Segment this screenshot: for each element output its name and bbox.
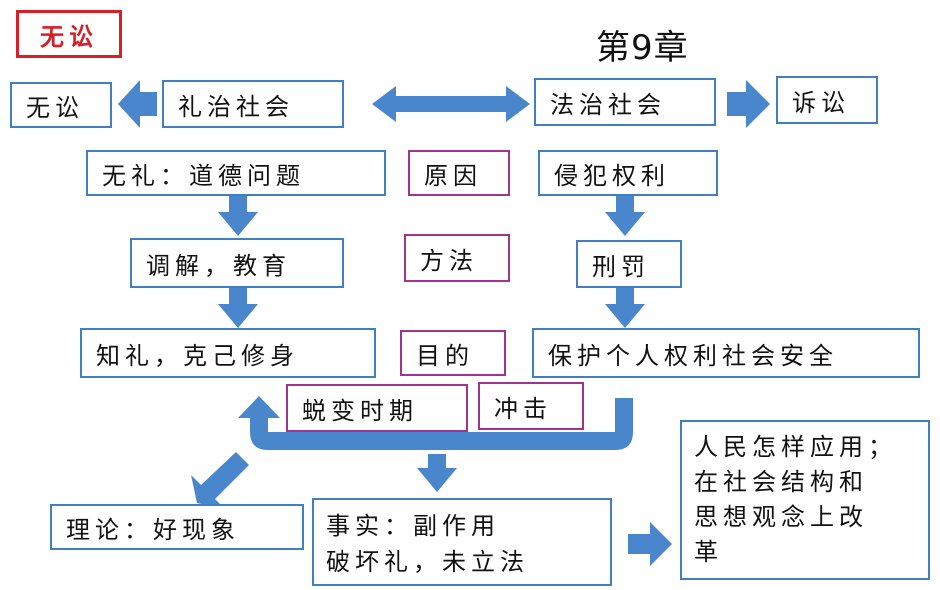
method-label: 方法 <box>404 234 510 282</box>
fact-box: 事实：副作用 破坏礼，未立法 <box>312 498 612 586</box>
goal-label: 目的 <box>400 330 506 376</box>
right-result-box: 诉讼 <box>776 76 878 124</box>
arrow-right-to-result <box>727 80 770 128</box>
topic-badge: 无讼 <box>16 10 122 58</box>
arrow-left-to-result <box>118 80 157 128</box>
right-society-box: 法治社会 <box>534 78 716 126</box>
theory-box: 理论：好现象 <box>50 504 304 550</box>
fact-line: 事实：副作用 <box>326 512 500 540</box>
arrow-to-fact <box>417 454 457 492</box>
left-society-box: 礼治社会 <box>162 80 344 128</box>
arrow-left-down-1 <box>218 196 258 236</box>
arrow-to-solution <box>628 522 672 566</box>
left-result-box: 无讼 <box>10 82 112 128</box>
arrow-u-turn <box>238 396 633 450</box>
arrow-to-theory <box>191 452 249 509</box>
left-goal-box: 知礼，克己修身 <box>80 328 376 378</box>
cause-label: 原因 <box>408 150 510 196</box>
solution-line: 革 <box>694 538 723 566</box>
arrow-right-down-1 <box>605 196 645 236</box>
right-problem-box: 侵犯权利 <box>538 150 718 196</box>
solution-box: 人民怎样应用； 在社会结构和 思想观念上改 革 <box>680 420 930 580</box>
fact-line: 破坏礼，未立法 <box>326 548 529 576</box>
chapter-title: 第9章 <box>596 28 689 68</box>
arrow-left-down-2 <box>218 288 258 328</box>
right-method-box: 刑罚 <box>576 240 682 288</box>
left-problem-box: 无礼：道德问题 <box>86 150 386 196</box>
transition-impact-label: 冲击 <box>478 382 584 430</box>
solution-line: 人民怎样应用； <box>694 433 897 461</box>
transition-period-label: 蜕变时期 <box>286 384 468 432</box>
left-method-box: 调解，教育 <box>130 238 344 288</box>
arrow-right-down-2 <box>605 288 645 328</box>
right-goal-box: 保护个人权利社会安全 <box>532 328 920 378</box>
solution-line: 在社会结构和 <box>694 468 868 496</box>
arrow-double-societies <box>372 86 530 122</box>
solution-line: 思想观念上改 <box>694 503 868 531</box>
